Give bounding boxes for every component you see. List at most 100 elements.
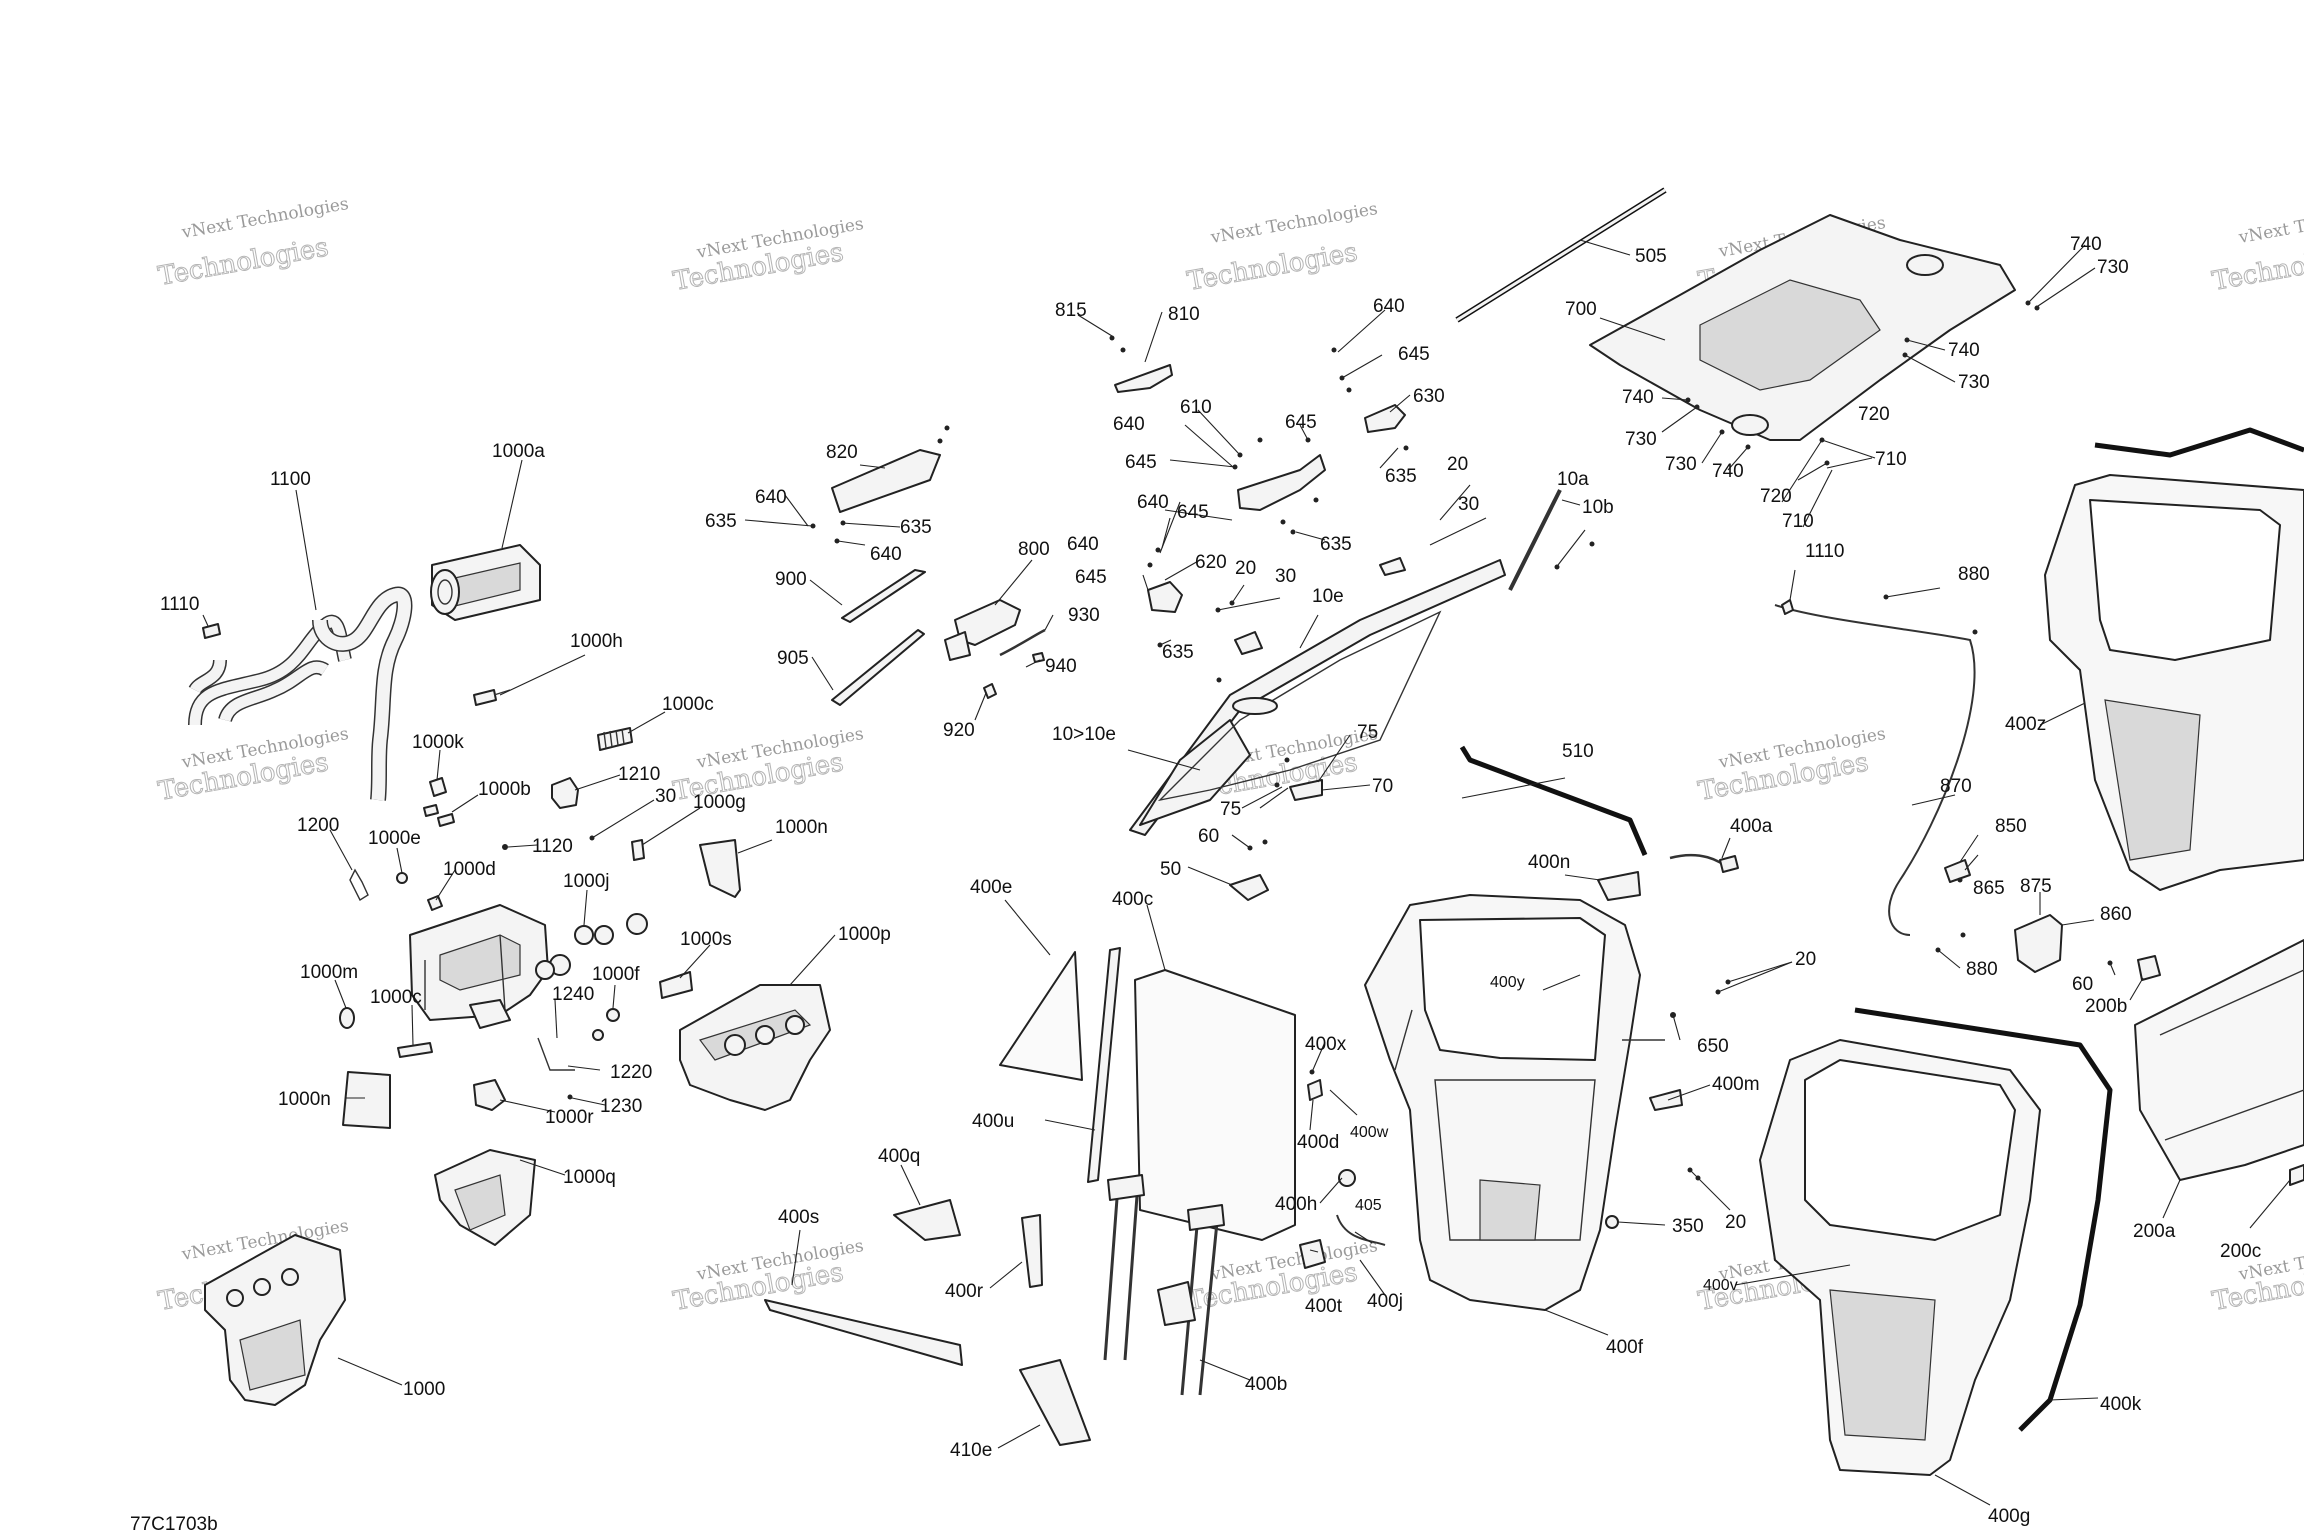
callout-400a: 400a [1730,816,1773,837]
callout-labels: 1100 1000a 1110 1000h 1000c 1000k 1000b … [160,234,2261,1527]
callout-1000e: 1000e [368,828,421,849]
callout-720: 720 [1858,404,1890,425]
svg-text:Technologies: Technologies [1185,237,1360,296]
screw [944,425,950,431]
callout-20-2: 20 [1447,454,1468,475]
callout-1000s: 1000s [680,929,732,950]
callout-1000f: 1000f [592,964,640,985]
callout-410e: 410e [950,1440,992,1461]
clip [1781,599,1794,615]
rear-door-frame [2044,427,2304,891]
callout-1100: 1100 [270,469,311,490]
callout-50: 50 [1160,859,1181,880]
callout-640-2: 640 [870,544,902,565]
callout-400h: 400h [1275,1194,1317,1215]
callout-1000c: 1000c [662,694,714,715]
callout-1000j: 1000j [563,871,610,892]
vent-rings [535,913,648,1041]
callout-200b: 200b [2085,996,2127,1017]
bracket [551,777,579,809]
clip [983,683,997,699]
nut [396,872,408,884]
bracket [1114,364,1173,393]
bracket [473,1079,506,1111]
callout-400e: 400e [970,877,1012,898]
screw [810,523,816,529]
washer-reservoir [2014,914,2063,973]
callout-720-2: 720 [1760,486,1792,507]
hose [999,628,1046,657]
callout-20-3: 20 [1795,949,1816,970]
glass-panel [999,951,1083,1081]
dash-hvac-housing [679,984,831,1111]
callout-400w: 400w [1350,1124,1389,1141]
wiper-blade [831,629,925,706]
screw [1554,564,1560,570]
callout-400k: 400k [2100,1394,2142,1415]
screw [1120,347,1126,353]
callout-860: 860 [2100,904,2132,925]
callout-645-3: 645 [1125,452,1157,473]
callout-820: 820 [826,442,858,463]
glass-channel [1087,947,1121,1183]
callout-1000p: 1000p [838,924,891,945]
callout-940: 940 [1045,656,1077,677]
callout-200c: 200c [2220,1241,2261,1262]
nut [1605,1215,1619,1229]
hose-assembly [188,586,413,801]
callout-1000g: 1000g [693,792,746,813]
watermark: vNext Technologies Technologies [156,724,351,807]
vent-grill [597,727,633,751]
bracket [1147,581,1183,613]
screw [1589,541,1595,547]
clip [429,777,447,797]
cover-panel [893,1199,961,1241]
screw [1284,757,1290,763]
screw [1262,839,1268,845]
windshield-assembly [1129,557,1506,836]
callout-1110-2: 1110 [1805,541,1844,562]
callout-905: 905 [777,648,809,669]
callout-645-4: 645 [1177,502,1209,523]
screw [1403,445,1409,451]
callout-400q: 400q [878,1146,920,1167]
cable [1774,604,1976,936]
clip [423,804,439,817]
screw [1274,782,1280,788]
callout-800: 800 [1018,539,1050,560]
screw [1147,562,1153,568]
callout-870: 870 [1940,776,1972,797]
screw [1216,677,1222,683]
callout-400r: 400r [945,1281,984,1302]
callout-710: 710 [1875,449,1907,470]
watermark: vNext Technologies Technologies [1185,199,1380,297]
screw [1346,387,1352,393]
cover-panel [1019,1359,1091,1446]
callout-850: 850 [1995,816,2027,837]
callout-740-2: 740 [1948,340,1980,361]
callout-900: 900 [775,569,807,590]
callout-645-5: 645 [1075,567,1107,588]
grille-cover [434,1149,536,1246]
callout-865: 865 [1973,878,2005,899]
rear-window-panel [2134,939,2304,1186]
callout-1240: 1240 [552,984,594,1005]
callout-635-3: 635 [1385,466,1417,487]
callout-60: 60 [1198,826,1219,847]
connector [1719,855,1739,873]
callout-30: 30 [655,786,676,807]
callout-1000d: 1000d [443,859,496,880]
door-panel [1759,1007,2113,1476]
callout-400j: 400j [1367,1291,1403,1312]
callout-400g: 400g [1988,1506,2030,1527]
callout-730: 730 [2097,257,2129,278]
strip [397,1042,433,1058]
screw [1972,629,1978,635]
screw [502,844,508,850]
window-regulator [1103,1174,1225,1396]
callout-400c: 400c [1112,889,1153,910]
callout-740-4: 740 [1712,461,1744,482]
bracket [537,1037,575,1071]
bracket [1597,871,1641,901]
callout-400f: 400f [1606,1337,1644,1358]
